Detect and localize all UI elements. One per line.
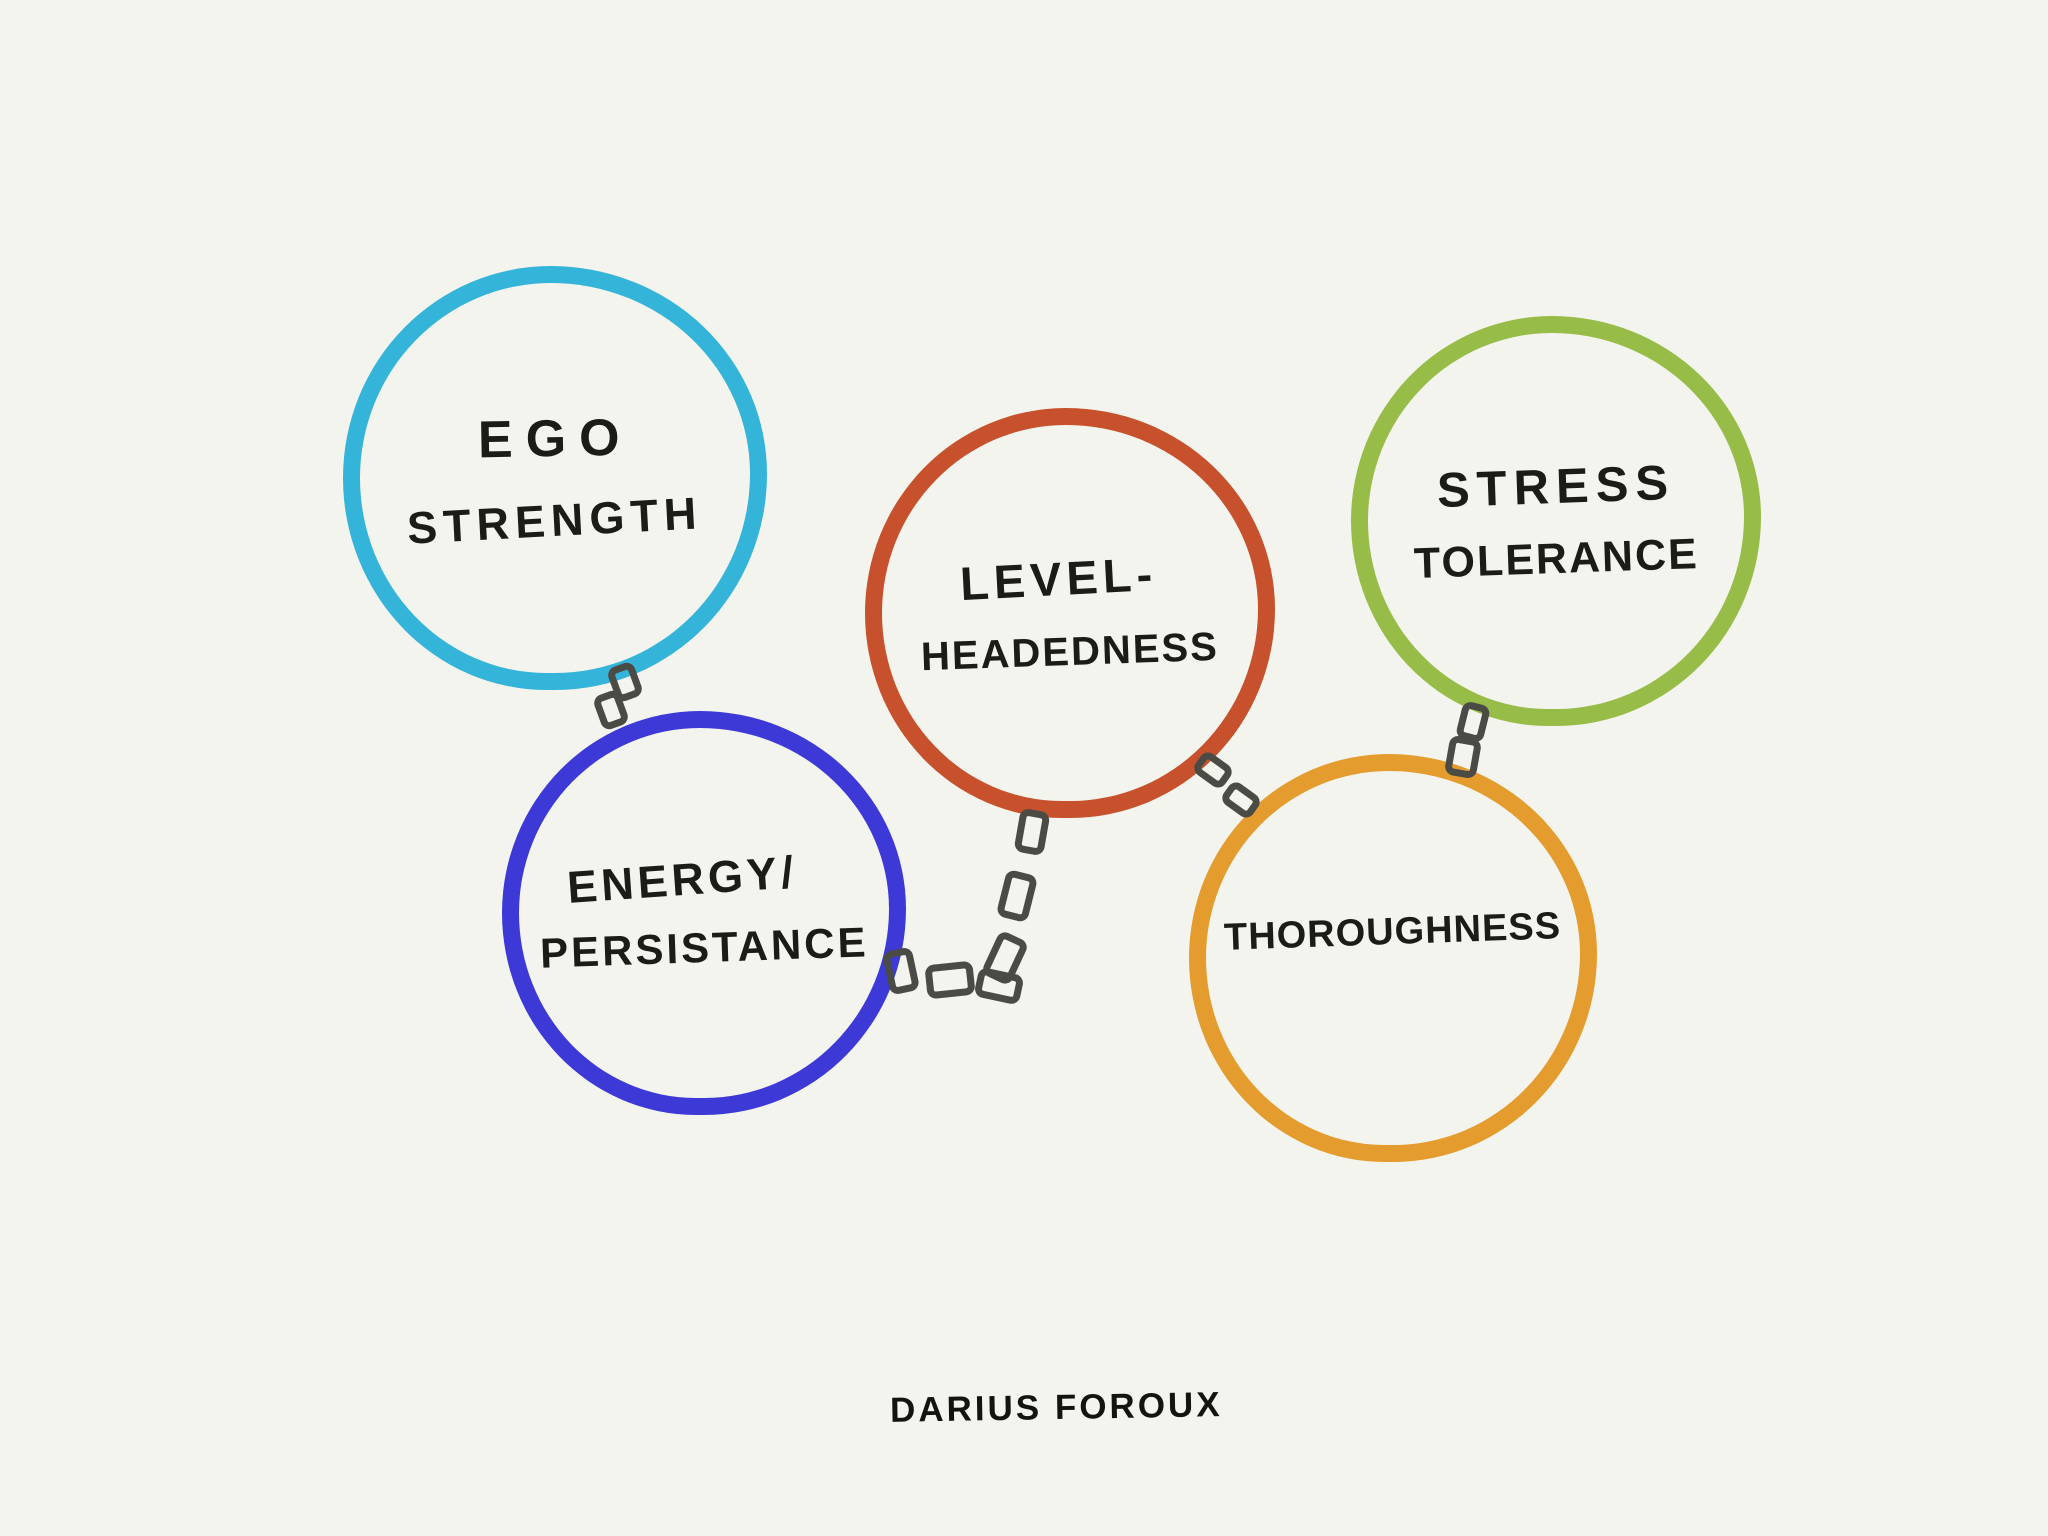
author-signature: DARIUS FOROUX [889,1385,1223,1430]
circle-label-line: ENERGY/ [565,846,800,913]
circle-label-line: THOROUGHNESS [1223,904,1563,959]
chain-link-icon [973,966,1025,1006]
circle-ego-strength: EGO STRENGTH [343,266,767,690]
chain-link-icon [924,960,976,1000]
chain-link-icon [1013,807,1051,857]
circle-label-line: STRENGTH [406,487,704,554]
circle-label-line: TOLERANCE [1412,529,1700,588]
circle-label-line: EGO [477,408,633,470]
circle-label-line: LEVEL- [958,546,1159,611]
circle-label-line: HEADEDNESS [920,624,1220,680]
circle-label-line: PERSISTANCE [538,918,869,977]
circle-energy-persistance: ENERGY/ PERSISTANCE [502,711,906,1115]
circle-label-line: STRESS [1436,455,1676,518]
circle-stress-tolerance: STRESS TOLERANCE [1351,316,1761,726]
chain-link-icon [995,868,1039,924]
